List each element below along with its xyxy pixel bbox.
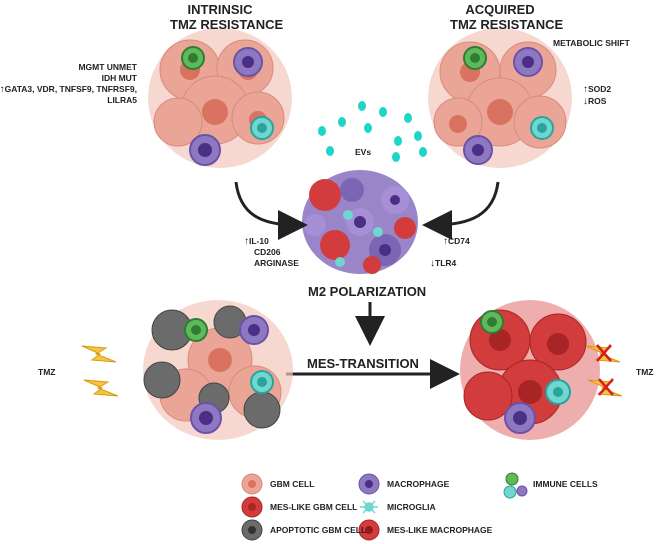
ros-row: ↓ROS <box>583 96 606 107</box>
bottom-right-tumor <box>460 300 600 440</box>
legend-gbm-cell-label: GBM CELL <box>270 479 315 489</box>
il10-label: IL-10 <box>249 236 269 246</box>
marker-mgmt: MGMT UNMET <box>78 62 137 72</box>
acquired-tumor <box>428 28 572 168</box>
acquired-title-line1: ACQUIRED <box>465 2 535 17</box>
cd206-label: CD206 <box>254 247 281 257</box>
marker-genes: GATA3, VDR, TNFSF9, TNFRSF9, <box>4 84 137 94</box>
tmz-left-label: TMZ <box>38 367 56 377</box>
down-arrow-icon: ↓ <box>430 258 435 269</box>
tmz-lightning-right <box>585 344 623 397</box>
legend-macrophage-label: MACROPHAGE <box>387 479 450 489</box>
legend-mes-gbm-icon <box>241 496 263 518</box>
extracellular-vesicles <box>318 101 427 162</box>
down-arrow-icon: ↓ <box>583 96 588 107</box>
intrinsic-title: INTRINSIC TMZ RESISTANCE <box>170 2 284 32</box>
sod2-row: ↑SOD2 <box>583 84 611 95</box>
acquired-title: ACQUIRED TMZ RESISTANCE <box>450 2 564 32</box>
up-arrow-icon: ↑ <box>443 236 448 247</box>
intrinsic-title-line1: INTRINSIC <box>187 2 253 17</box>
arginase-label: ARGINASE <box>254 258 299 268</box>
bottom-left-tumor <box>143 300 293 440</box>
intrinsic-markers: MGMT UNMET IDH MUT ↑GATA3, VDR, TNFSF9, … <box>0 62 137 106</box>
arrow-acquired-to-cluster <box>422 181 500 240</box>
legend-apoptotic-icon <box>241 519 263 541</box>
legend-mes-macrophage-label: MES-LIKE MACROPHAGE <box>387 525 493 535</box>
intrinsic-title-line2: TMZ RESISTANCE <box>170 17 284 32</box>
sod2-label: SOD2 <box>588 84 612 94</box>
legend-microglia-icon <box>360 500 378 514</box>
tlr4-label: TLR4 <box>435 258 457 268</box>
acquired-title-line2: TMZ RESISTANCE <box>450 17 564 32</box>
legend-apoptotic-label: APOPTOTIC GBM CELL <box>270 525 367 535</box>
up-arrow-icon: ↑ <box>0 84 5 95</box>
legend-mes-macrophage-icon <box>358 519 380 541</box>
legend-gbm-cell-icon <box>241 473 263 495</box>
mes-transition-label: MES-TRANSITION <box>307 356 419 371</box>
marker-lilra5: LILRA5 <box>107 95 137 105</box>
up-arrow-icon: ↑ <box>244 236 249 247</box>
il10-row: ↑IL-10 <box>244 236 299 247</box>
evs-label: EVs <box>355 147 372 157</box>
up-arrow-icon: ↑ <box>583 84 588 95</box>
legend-mes-gbm-label: MES-LIKE GBM CELL <box>270 502 358 512</box>
legend-immune-cells-icon <box>503 472 528 499</box>
marker-genes-row: ↑GATA3, VDR, TNFSF9, TNFRSF9, <box>0 84 137 95</box>
legend-immune-cells-label: IMMUNE CELLS <box>533 479 598 489</box>
arrow-intrinsic-to-cluster <box>234 181 308 240</box>
ros-label: ROS <box>588 96 607 106</box>
macrophage-markers: ↑IL-10 CD206 ARGINASE <box>244 236 299 269</box>
cd74-label: CD74 <box>448 236 470 246</box>
marker-idh: IDH MUT <box>101 73 137 83</box>
tmz-lightning-left <box>81 345 119 397</box>
metabolic-shift-label: METABOLIC SHIFT <box>553 38 630 48</box>
legend-macrophage-icon <box>358 473 380 495</box>
m2-polarization-label: M2 POLARIZATION <box>308 284 427 299</box>
tlr4-row: ↓TLR4 <box>430 258 456 269</box>
legend-microglia-label: MICROGLIA <box>387 502 436 512</box>
macrophage-cluster <box>302 170 418 274</box>
cd74-row: ↑CD74 <box>443 236 470 247</box>
tmz-right-label: TMZ <box>636 367 654 377</box>
intrinsic-tumor <box>148 28 292 168</box>
